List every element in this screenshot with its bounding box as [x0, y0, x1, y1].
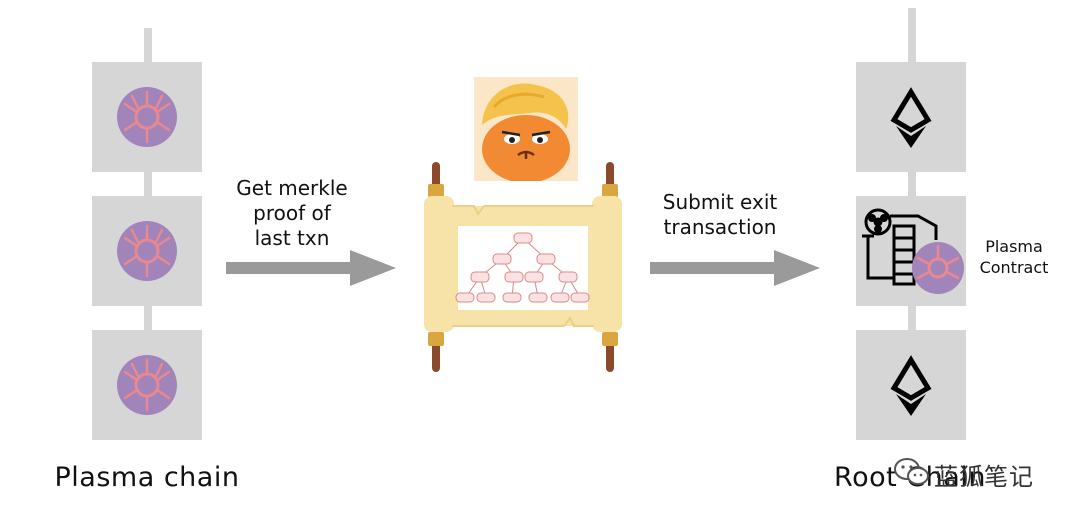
left-arrow-label-line: last txn	[254, 226, 330, 250]
plasma-contract-label: Plasma Contract	[964, 236, 1064, 278]
chain-block	[92, 62, 202, 172]
right-arrow-label-line: transaction	[663, 215, 777, 239]
left-arrow-label-line: proof of	[253, 201, 331, 225]
plasma-orb-icon	[117, 355, 177, 415]
chain-link	[908, 172, 916, 197]
chain-block	[856, 62, 966, 172]
plasma-contract-icon	[862, 208, 964, 294]
cat-avatar-icon	[474, 77, 578, 181]
ethereum-icon	[890, 355, 932, 416]
right-arrow-icon	[650, 250, 820, 286]
right-arrow-label-line: Submit exit	[662, 190, 778, 214]
chain-link	[144, 28, 152, 64]
chain-link	[908, 8, 916, 64]
chain-link	[144, 172, 152, 197]
plasma-contract-label-line: Plasma	[985, 237, 1043, 256]
right-arrow-label: Submit exit transaction	[640, 190, 800, 240]
watermark-text: 蓝狐笔记	[934, 463, 1034, 491]
left-arrow-label-line: Get merkle	[236, 176, 348, 200]
chain-link	[908, 306, 916, 331]
plasma-orb-icon	[117, 221, 177, 281]
wechat-icon	[894, 458, 929, 485]
left-arrow-label: Get merkle proof of last txn	[212, 176, 372, 251]
chain-block	[856, 330, 966, 440]
merkle-tree-scroll-icon	[424, 162, 622, 372]
chain-link	[144, 306, 152, 331]
plasma-contract-label-line: Contract	[979, 258, 1049, 277]
ethereum-icon	[890, 87, 932, 148]
chain-block	[856, 196, 966, 306]
chain-block	[92, 330, 202, 440]
plasma-orb-icon	[117, 87, 177, 147]
left-arrow-icon	[226, 250, 396, 286]
left-chain-title: Plasma chain	[54, 462, 240, 493]
chain-block	[92, 196, 202, 306]
